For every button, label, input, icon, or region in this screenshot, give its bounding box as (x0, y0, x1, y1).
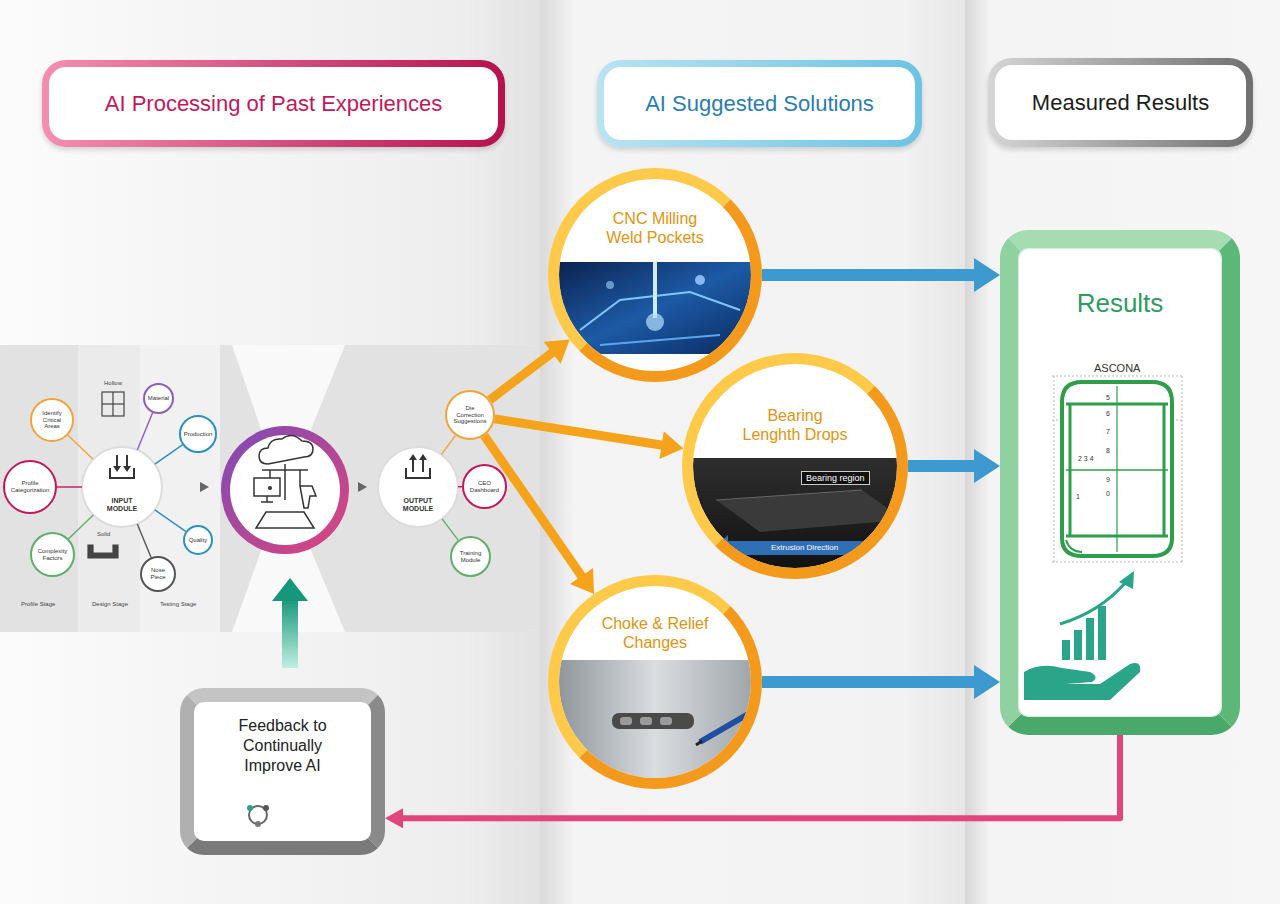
output-circle: Die Correction Suggestions (445, 390, 495, 440)
callout-number: 0 (1105, 490, 1111, 498)
callout-number: 5 (1105, 394, 1111, 402)
connector (155, 510, 186, 532)
connector (908, 449, 1000, 483)
factor-circle: Quality (183, 525, 213, 555)
connector (137, 413, 152, 450)
callout-number: 8 (1105, 447, 1111, 455)
callout-number: 2 3 4 (1077, 455, 1095, 463)
node-text: Training Module (456, 550, 486, 563)
column-header: AI Processing of Past Experiences (42, 60, 505, 147)
callout-number: 6 (1105, 410, 1111, 418)
output-circle: CEO Dashboard (462, 464, 507, 509)
ai-engine-icon (221, 426, 349, 554)
connector (495, 419, 684, 459)
factor-circle: Nose Piece (140, 556, 176, 592)
feedback-panel (194, 702, 371, 841)
node-text: AI Suggested Solutions (645, 91, 874, 117)
connector (490, 340, 570, 400)
node-text: Complexity Factors (36, 548, 70, 561)
solution-circle: CNC Milling Weld Pockets (548, 168, 762, 382)
callout-number: 7 (1105, 428, 1111, 436)
factor-circle: Profile Categorization (3, 460, 57, 514)
connector (484, 436, 594, 595)
stage-label: Testing Stage (160, 601, 196, 608)
callout-number: 9 (1105, 476, 1111, 484)
factor-circle: Complexity Factors (30, 532, 75, 577)
profile-label: Solid (97, 531, 110, 538)
photo-callout: Extrusion Direction (769, 543, 840, 552)
drawing-title: ASCONA (1092, 362, 1142, 375)
factor-circle: Material (143, 383, 174, 414)
node-text: Profile Categorization (8, 480, 52, 493)
node-text: OUTPUT MODULE (396, 497, 440, 513)
node-text: Feedback to Continually Improve AI (218, 716, 348, 776)
stage-label: Profile Stage (21, 601, 55, 608)
node-text: Identify Critical Areas (37, 410, 67, 430)
node-text: INPUT MODULE (100, 497, 144, 513)
feedback-arrow (272, 578, 308, 668)
connector (385, 735, 1120, 828)
node-text: Nose Piece (146, 567, 170, 580)
node-text: Choke & Relief Changes (595, 614, 715, 652)
connector (762, 665, 1000, 699)
module-circle: INPUT MODULE (82, 447, 162, 527)
node-text: Bearing Lenghth Drops (739, 406, 851, 444)
connector (68, 435, 93, 459)
node-text: Measured Results (1032, 90, 1209, 116)
factor-circle: Identify Critical Areas (30, 398, 74, 442)
connector (69, 515, 94, 539)
connector (442, 519, 458, 540)
node-text: Die Correction Suggestions (452, 405, 488, 425)
callout-number: 1 (1075, 493, 1081, 501)
node-text: AI Processing of Past Experiences (105, 91, 443, 117)
results-box: Results (1000, 230, 1240, 735)
node-text: CEO Dashboard (468, 480, 502, 493)
results-panel (1018, 248, 1222, 717)
process-panel (0, 345, 540, 632)
module-circle: OUTPUT MODULE (378, 447, 458, 527)
factor-circle: Production (179, 415, 217, 453)
connector (137, 524, 151, 557)
node-text: CNC Milling Weld Pockets (600, 209, 710, 247)
connector (762, 258, 1000, 292)
node-text: Material (148, 395, 169, 402)
photo-callout: Bearing region (801, 471, 870, 485)
stage-label: Design Stage (92, 601, 128, 608)
connector (57, 487, 82, 488)
feedback-box: Feedback to Continually Improve AI (180, 688, 385, 855)
solution-circle: Choke & Relief Changes (548, 575, 762, 789)
flow-arrow (200, 482, 367, 492)
column-header: Measured Results (988, 58, 1253, 147)
connector (155, 445, 183, 464)
output-circle: Training Module (450, 536, 491, 577)
profile-label: Hollow (104, 380, 122, 387)
column-header: AI Suggested Solutions (597, 60, 922, 147)
connector (441, 435, 455, 454)
node-text: Production (184, 431, 213, 438)
node-text: Quality (189, 537, 208, 544)
node-text: Results (1077, 288, 1164, 319)
